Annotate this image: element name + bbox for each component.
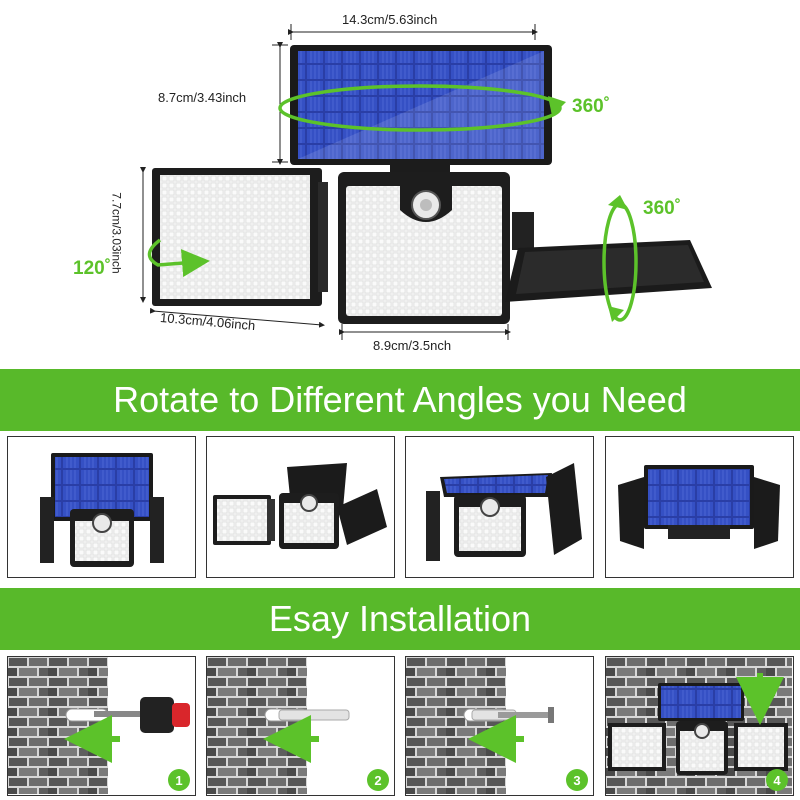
install-step-4-illustration — [606, 657, 792, 794]
install-step-1-illustration — [8, 657, 194, 794]
rotation-example-3-illustration — [426, 463, 582, 561]
dimension-top-height: 8.7cm/3.43inch — [158, 90, 247, 105]
install-step-3-illustration — [406, 657, 592, 794]
install-step-4-badge: 4 — [766, 769, 788, 791]
rotation-example-2 — [206, 436, 395, 578]
rotation-example-4-illustration — [618, 465, 780, 549]
dimension-center-width: 8.9cm/3.5nch — [373, 338, 452, 353]
install-step-1: 1 — [7, 656, 196, 796]
install-step-2: 2 — [206, 656, 395, 796]
rotation-example-1 — [7, 436, 196, 578]
product-hero: 14.3cm/5.63inch 8.7cm/3.43inch 7.7cm/3.0… — [0, 0, 800, 365]
angle-right-rotation: 360˚ — [643, 198, 682, 219]
install-banner: Esay Installation — [0, 588, 800, 650]
center-led-body — [338, 172, 510, 324]
rotation-example-1-illustration — [40, 453, 164, 567]
install-step-3: 3 — [405, 656, 594, 796]
product-illustration — [140, 24, 712, 340]
install-step-4: 4 — [605, 656, 794, 796]
install-banner-text: Esay Installation — [268, 598, 532, 639]
right-folded-panel — [505, 212, 712, 302]
rotate-banner-text: Rotate to Different Angles you Need — [113, 379, 687, 420]
angle-left-rotation: 120˚ — [73, 258, 112, 279]
rotate-banner: Rotate to Different Angles you Need — [0, 369, 800, 431]
install-step-3-badge: 3 — [566, 769, 588, 791]
dimension-top-width: 14.3cm/5.63inch — [342, 12, 438, 27]
left-led-panel — [152, 168, 328, 306]
install-step-1-badge: 1 — [168, 769, 190, 791]
install-step-2-badge: 2 — [367, 769, 389, 791]
angle-top-rotation: 360˚ — [572, 96, 611, 117]
rotation-example-3 — [405, 436, 594, 578]
rotation-example-4 — [605, 436, 794, 578]
dimension-side-height: 7.7cm/3.03inch — [109, 192, 124, 274]
install-step-2-illustration — [207, 657, 393, 794]
rotation-example-2-illustration — [213, 463, 387, 549]
top-solar-panel — [290, 45, 552, 174]
